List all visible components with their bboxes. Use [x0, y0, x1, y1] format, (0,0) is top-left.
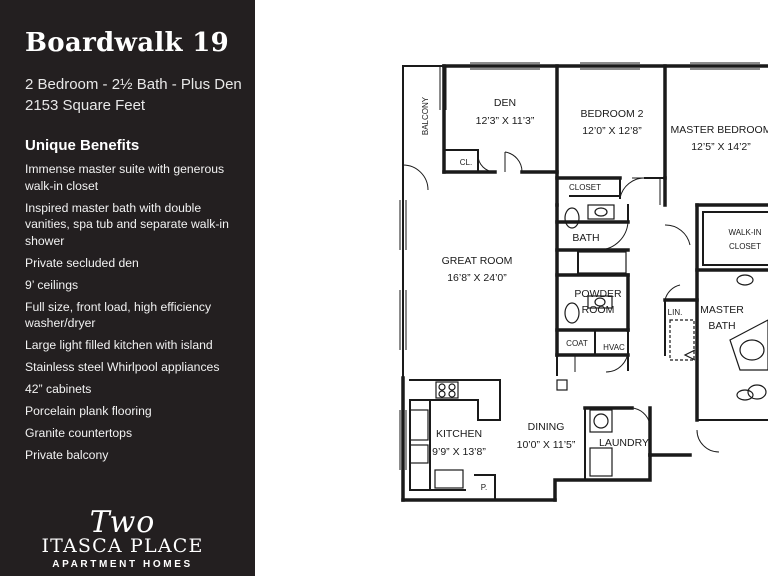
spa-tub-icon	[729, 319, 768, 371]
benefits-list: Immense master suite with generous walk-…	[25, 161, 240, 469]
bathtub-icon	[577, 251, 627, 274]
dining-dimensions: 10’0” X 11’5”	[517, 439, 576, 451]
powder-room-label-line1: POWDER	[574, 288, 622, 300]
bedroom-2-label: BEDROOM 2	[580, 108, 643, 120]
dining-label: DINING	[528, 421, 565, 433]
fixtures	[409, 204, 768, 489]
logo-tagline: APARTMENT HOMES	[52, 559, 193, 570]
benefit-item: Stainless steel Whirlpool appliances	[25, 360, 220, 374]
benefits-heading: Unique Benefits	[25, 137, 140, 154]
info-sidebar: Boardwalk 19 2 Bedroom - 2½ Bath - Plus …	[0, 0, 255, 576]
logo-script-text: Two	[89, 505, 156, 540]
bedroom-2-dimensions: 12’0” X 12’8”	[582, 125, 642, 137]
kitchen-dimensions: 9’9” X 13’8”	[432, 446, 486, 458]
benefit-item: Private secluded den	[25, 255, 139, 270]
benefit-item: Porcelain plank flooring	[25, 404, 152, 418]
door-swings	[402, 151, 720, 453]
balcony-label: BALCONY	[421, 96, 430, 135]
master-toilet-icon	[747, 384, 767, 400]
master-sink-icon-1	[736, 274, 754, 286]
benefit-item: Full size, front load, high efficiency w…	[25, 299, 212, 331]
den-closet-label: CL.	[460, 158, 472, 167]
master-bath-label-line1: MASTER	[700, 304, 744, 316]
kitchen-label: KITCHEN	[436, 428, 482, 440]
benefit-item: Immense master suite with generous walk-…	[25, 162, 225, 193]
plan-layout-summary: 2 Bedroom - 2½ Bath - Plus Den	[25, 76, 242, 93]
den-label: DEN	[494, 97, 516, 109]
itasca-place-logo: Two ITASCA PLACE APARTMENT HOMES	[20, 505, 225, 575]
benefit-item: Inspired master bath with double vanitie…	[25, 200, 229, 248]
plan-square-feet: 2153 Square Feet	[25, 97, 146, 114]
walk-in-closet-label-line2: CLOSET	[729, 242, 761, 251]
walls	[401, 64, 768, 502]
bath-sink-icon	[594, 207, 608, 217]
pantry-label: P.	[481, 483, 488, 492]
stove-icon	[435, 381, 459, 399]
washer-icon	[589, 409, 613, 433]
refrigerator-icon	[434, 469, 464, 489]
logo-name: ITASCA PLACE	[41, 535, 204, 557]
benefit-item: Granite countertops	[25, 426, 133, 440]
powder-room-label-line2: ROOM	[582, 304, 615, 316]
floor-plan-drawing: DEN 12’3” X 11’3” BEDROOM 2 12’0” X 12’8…	[399, 62, 768, 502]
benefit-item: Large light filled kitchen with island	[25, 338, 213, 352]
benefit-item: 42” cabinets	[25, 382, 92, 396]
den-dimensions: 12’3” X 11’3”	[476, 115, 535, 127]
dryer-icon	[589, 447, 613, 477]
benefit-item: Private balcony	[25, 448, 109, 462]
windows	[399, 62, 760, 470]
bath-toilet-icon	[564, 207, 580, 229]
great-room-dimensions: 16’8” X 24’0”	[447, 272, 507, 284]
bath-label: BATH	[572, 232, 599, 244]
kitchen-sink-icon	[409, 409, 429, 441]
coat-closet-label: COAT	[566, 339, 588, 348]
powder-sink-icon	[594, 297, 606, 307]
walk-in-closet-label-line1: WALK-IN	[728, 228, 761, 237]
master-bedroom-dimensions: 12’5” X 14’2”	[691, 141, 751, 153]
plan-subtitle: 2 Bedroom - 2½ Bath - Plus Den 2153 Squa…	[25, 74, 242, 116]
hvac-label: HVAC	[603, 343, 625, 352]
linen-closet-label: LIN.	[668, 308, 683, 317]
laundry-label: LAUNDRY	[599, 437, 649, 449]
floor-plan: DEN 12’3” X 11’3” BEDROOM 2 12’0” X 12’8…	[255, 0, 768, 576]
benefit-item: 9’ ceilings	[25, 277, 79, 292]
master-bedroom-label: MASTER BEDROOM	[671, 124, 768, 136]
great-room-label: GREAT ROOM	[442, 255, 513, 267]
bedroom-closet-label: CLOSET	[569, 183, 601, 192]
master-sink-icon-2	[736, 389, 754, 401]
plan-title: Boardwalk 19	[25, 28, 229, 58]
shower-icon	[669, 319, 695, 361]
master-bath-label-line2: BATH	[708, 320, 735, 332]
dishwasher-icon	[409, 444, 429, 464]
powder-toilet-icon	[564, 302, 580, 324]
